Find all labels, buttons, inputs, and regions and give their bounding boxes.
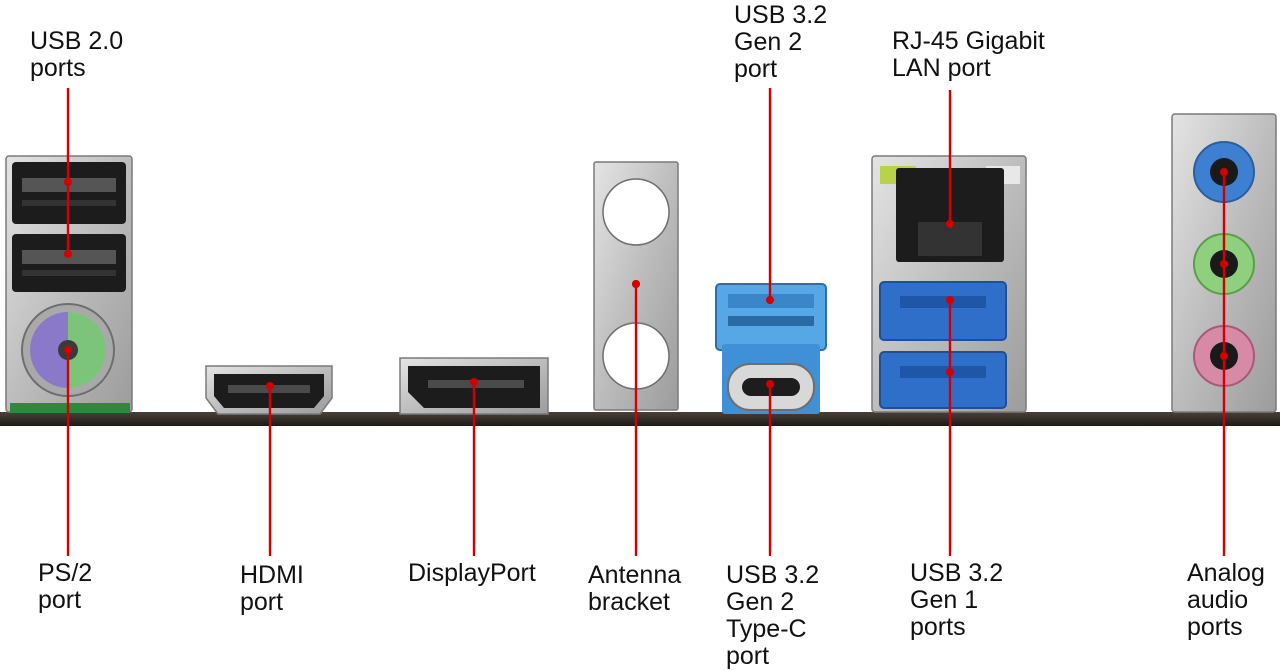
- label-analog-audio-ports: Analog audio ports: [1187, 559, 1265, 641]
- label-usb32-gen1-ports: USB 3.2 Gen 1 ports: [910, 559, 1004, 641]
- label-hdmi-port: HDMI port: [240, 561, 304, 616]
- label-usb20-ports: USB 2.0 ports: [30, 27, 124, 82]
- usb2-ps2-stack: [5, 155, 133, 413]
- label-antenna-bracket: Antenna bracket: [588, 561, 682, 616]
- label-displayport: DisplayPort: [408, 559, 536, 587]
- label-ps2-port: PS/2 port: [38, 559, 93, 614]
- label-usb-type-c-port: USB 3.2 Gen 2 Type-C port: [726, 561, 820, 670]
- pcb-board: [0, 412, 1280, 426]
- usb32-gen2-stack: [715, 283, 827, 414]
- label-usb32-gen2-port: USB 3.2 Gen 2 port: [734, 1, 828, 83]
- leader-lines: [64, 88, 1228, 556]
- label-rj45-lan-port: RJ-45 Gigabit LAN port: [892, 27, 1045, 82]
